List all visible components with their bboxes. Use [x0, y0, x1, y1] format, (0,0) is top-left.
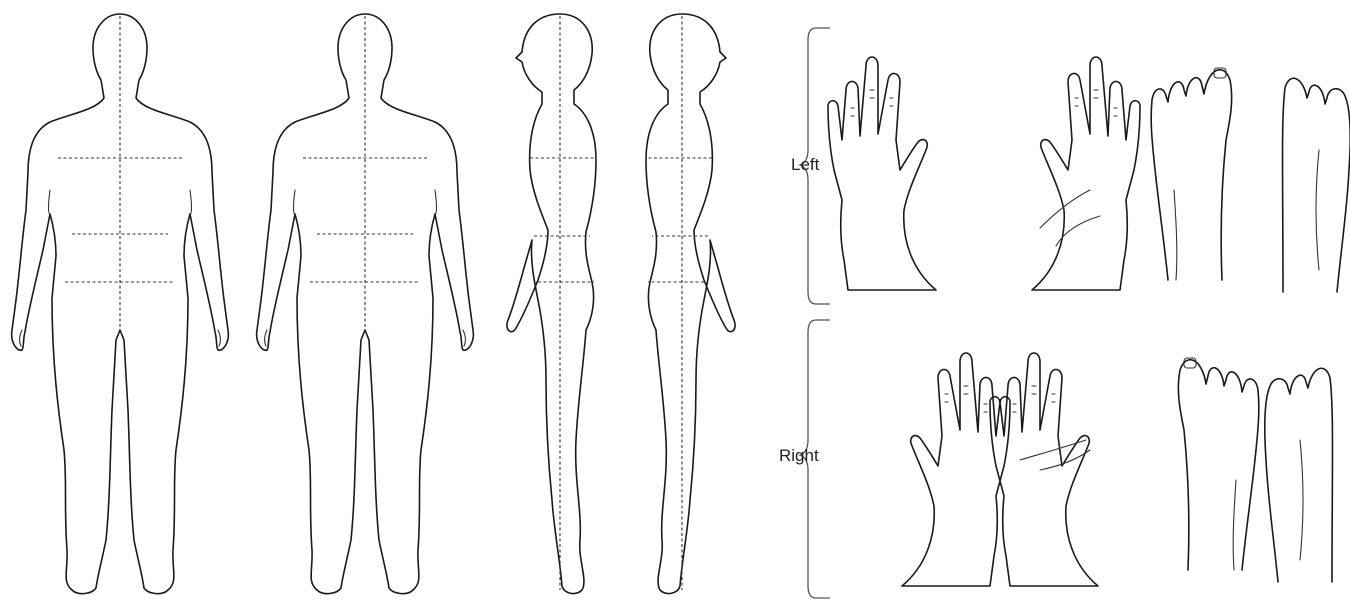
- left-hand-back-figure: [828, 57, 936, 290]
- right-foot-sole-figure: [1265, 368, 1333, 582]
- left-hand-palm-figure: [1032, 57, 1140, 290]
- front-view-body-figure: [12, 14, 229, 594]
- left-side-view-body-figure: [507, 14, 596, 593]
- left-side-label: Left: [791, 155, 819, 175]
- right-hand-back-figure: [902, 353, 1010, 586]
- right-foot-top-figure: [1178, 358, 1258, 570]
- right-side-view-body-figure: [646, 14, 735, 593]
- left-foot-top-figure: [1151, 68, 1231, 280]
- left-foot-sole-figure: [1283, 78, 1350, 292]
- back-view-body-figure: [257, 14, 474, 594]
- right-side-label: Right: [779, 446, 819, 466]
